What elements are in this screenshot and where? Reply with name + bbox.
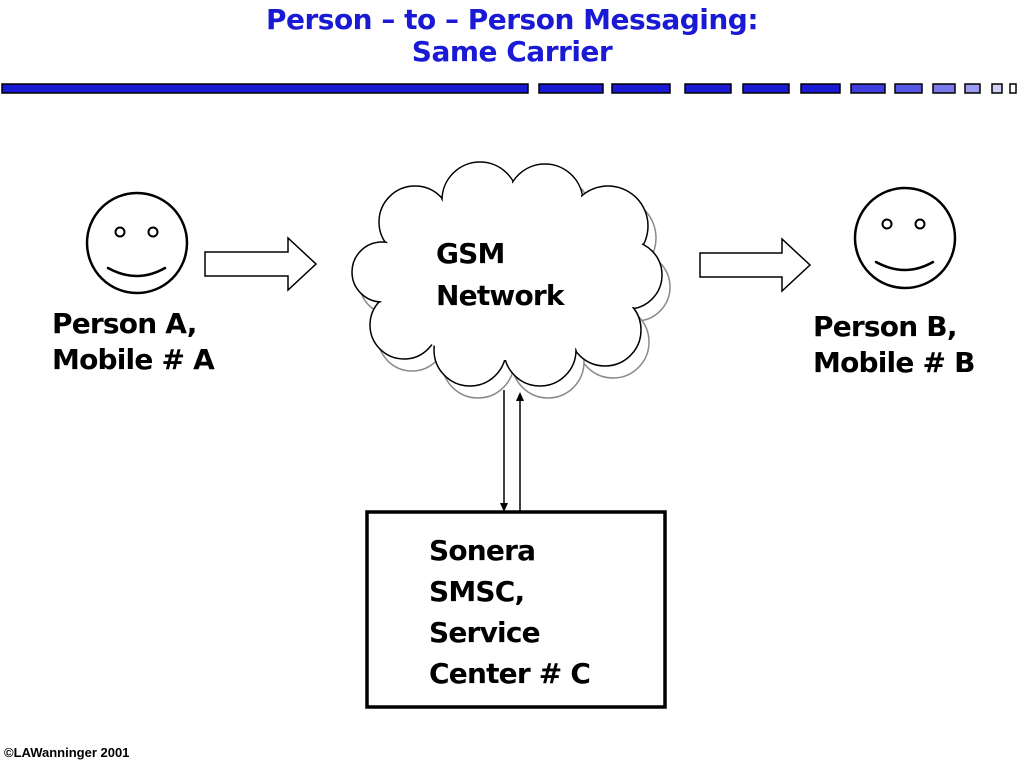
smsc-label-line3: Service: [429, 616, 541, 649]
arrow-up-smsc-to-network-icon: [516, 392, 524, 512]
network-label: GSM Network: [436, 233, 565, 317]
person-b-number: Mobile # B: [813, 346, 975, 379]
copyright-footer: ©LAWanninger 2001: [4, 745, 130, 760]
person-a-label: Person A, Mobile # A: [52, 306, 215, 378]
network-label-line1: GSM: [436, 237, 505, 270]
person-b-label: Person B, Mobile # B: [813, 309, 975, 381]
gsm-network-cloud-icon: [351, 161, 671, 399]
slide-title-line1: Person – to – Person Messaging:: [265, 3, 759, 36]
arrow-down-network-to-smsc-icon: [500, 390, 508, 512]
smsc-label: Sonera SMSC, Service Center # C: [429, 530, 591, 694]
smsc-label-line4: Center # C: [429, 657, 591, 690]
person-b-name: Person B,: [813, 310, 957, 343]
smsc-label-line1: Sonera: [429, 534, 536, 567]
arrow-right-a-to-network-icon: [204, 236, 318, 292]
person-a-name: Person A,: [52, 307, 197, 340]
slide-title-line2: Same Carrier: [411, 35, 613, 68]
network-label-line2: Network: [436, 279, 565, 312]
person-a-number: Mobile # A: [52, 343, 215, 376]
smsc-label-line2: SMSC,: [429, 575, 525, 608]
title-separator-bar: [1, 83, 1017, 94]
arrow-right-network-to-b-icon: [699, 237, 812, 293]
person-b-smiley-face-icon: [853, 186, 957, 290]
person-a-smiley-face-icon: [85, 191, 189, 295]
smsc-box: [365, 510, 667, 709]
